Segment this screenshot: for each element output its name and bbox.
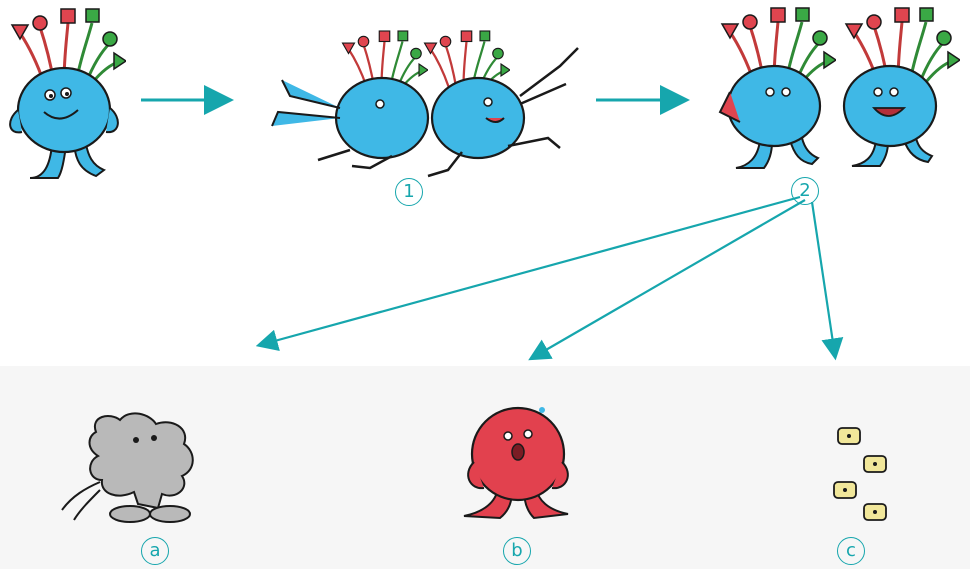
gray-blob-creature-icon (61, 412, 194, 523)
arrow-to-option-a (255, 195, 801, 351)
option-a-label: a (141, 537, 169, 565)
option-c-label: c (837, 537, 865, 565)
arrow-to-option-c (810, 201, 844, 361)
option-b-label: b (503, 537, 531, 565)
twin-creatures-icon (718, 6, 960, 169)
step-2-label: 2 (791, 177, 819, 205)
yellow-fragments-icon (833, 427, 887, 521)
colliding-creatures-icon (271, 29, 579, 178)
arrow-to-option-b (528, 199, 806, 361)
red-ball-creature-icon (463, 406, 569, 520)
step-1-label: 1 (395, 178, 423, 206)
blue-creature-icon (9, 7, 126, 179)
